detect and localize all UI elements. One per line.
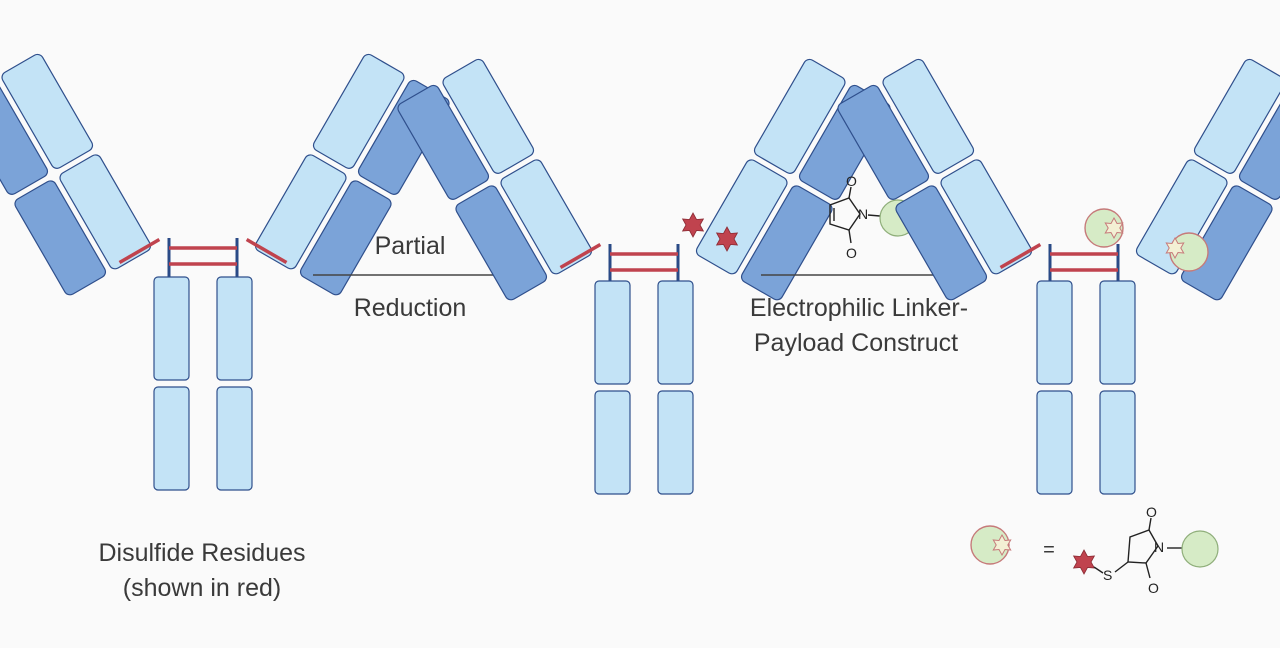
fab-arm-left [395,56,602,303]
fc-region [594,280,694,495]
fab-arm-right [1133,56,1280,303]
disulfide-caption-line2: (shown in red) [123,574,281,602]
disulfide-caption-line1: Disulfide Residues [98,539,305,567]
maleimide-oxygen-top: O [846,173,857,189]
fc-region [153,276,253,491]
disulfide-bond [245,238,288,265]
step1-label-line1: Partial [375,232,446,260]
legend-payload-symbol [970,525,1012,565]
conjugate-oxygen-top: O [1146,504,1157,520]
disulfide-bond [118,238,161,265]
hinge-region [608,242,680,290]
conjugated-payload [1084,208,1124,248]
conjugate-oxygen-bottom: O [1148,580,1159,596]
step2-label-line1: Electrophilic Linker- [750,294,968,322]
step2-label-line2: Payload Construct [754,329,958,357]
disulfide-bond [999,243,1042,270]
hinge-region [1048,242,1120,290]
fab-arm-left [835,56,1042,303]
antibody-intact [0,51,452,491]
step1-label-line2: Reduction [354,294,467,322]
payload-icon [1181,530,1219,568]
antibody-reduced [395,56,893,495]
equals-sign: = [1043,539,1055,561]
legend-conjugate: = S O N O [970,504,1219,596]
fab-arm-right [245,51,452,298]
maleimide-nitrogen: N [858,206,868,222]
conjugate-nitrogen: N [1154,539,1164,555]
hinge-region [167,236,239,284]
thiol-star [1073,549,1095,575]
disulfide-bond [559,243,602,270]
antibody-conjugated [835,56,1280,495]
maleimide-oxygen-bottom: O [846,245,857,261]
thiol-star [682,212,704,238]
conjugate-sulfur: S [1103,567,1112,583]
fc-region [1036,280,1136,495]
fab-arm-left [0,51,161,298]
